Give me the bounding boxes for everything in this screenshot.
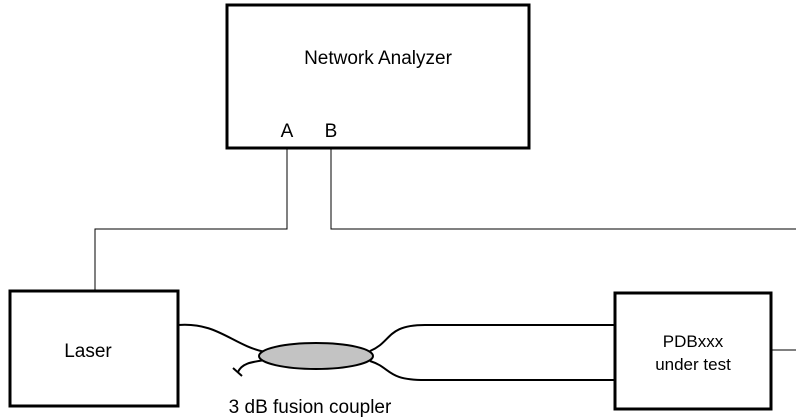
port-a-label: A [281, 121, 294, 142]
fiber-terminated-end [237, 359, 266, 373]
dut-label-line2: under test [655, 355, 731, 374]
coupler-body [258, 342, 374, 370]
network-analyzer-box [225, 3, 531, 150]
dut-label-line1: PDBxxx [663, 332, 724, 351]
laser: Laser [8, 289, 180, 408]
dut-box [613, 291, 773, 411]
coupler-label: 3 dB fusion coupler [229, 397, 392, 418]
fiber-coupler-to-dut-upper [369, 324, 615, 352]
laser-box [8, 289, 180, 408]
port-b-to-dut-cable [330, 148, 796, 230]
fiber-laser-to-coupler [177, 323, 266, 353]
network-analyzer: Network Analyzer A B [225, 3, 531, 150]
port-a-to-laser-cable [94, 148, 288, 291]
port-b-label: B [325, 121, 338, 142]
network-analyzer-label: Network Analyzer [304, 48, 453, 69]
fusion-coupler: 3 dB fusion coupler [177, 323, 615, 418]
device-under-test: PDBxxx under test [613, 291, 773, 411]
fiber-coupler-to-dut-lower [369, 360, 615, 381]
fiber-end-tick [232, 367, 243, 377]
laser-label: Laser [64, 341, 112, 362]
